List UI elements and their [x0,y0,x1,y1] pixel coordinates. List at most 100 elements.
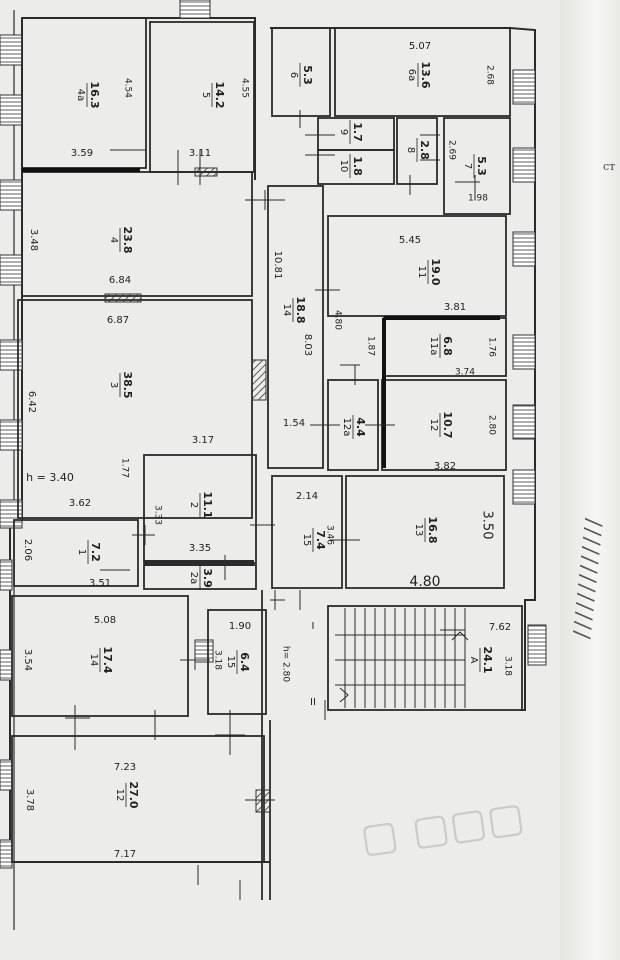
room-area: 6.8 [441,336,454,356]
room-area: 16.8 [426,516,439,543]
dimension-d18: 1.76 [487,337,497,357]
windows-right [179,0,547,666]
room-area: 7.4 [314,530,327,550]
stair-marks: III [310,621,316,708]
dimension-d37: 1.90 [229,621,251,632]
room-number: 12a [341,418,352,437]
dimension-d38: 7.62 [489,622,511,633]
dimension-d20: 6.42 [26,391,37,413]
room-number: 4 [108,237,119,243]
room-number: 7 [462,163,473,169]
room-area: 13.6 [419,61,432,88]
room-area: 14.2 [213,81,226,108]
room-number: 15 [225,656,236,669]
room-area: 10.7 [441,411,454,438]
margin-stamp: ст [603,160,616,173]
dimension-d25: 3.82 [434,461,456,472]
dimension-d43: 7.23 [114,762,136,773]
room-area: 5.3 [301,65,314,85]
dimension-d12: 5.45 [399,235,421,246]
room-number: 11 [416,266,427,279]
dimension-d2: 4.55 [240,78,250,98]
room-number: 11a [428,337,439,356]
dimension-d19: 3.74 [455,368,475,378]
staircase [335,608,469,708]
room-number: 10 [338,160,349,173]
dimension-d24: 3.17 [192,435,214,446]
room-area: 3.9 [201,568,214,588]
room-number: 2 [188,502,199,508]
room-area: 4.4 [354,417,367,437]
dimension-d16: 8.03 [302,334,313,356]
dimension-d42: 3.18 [503,656,513,676]
door-marks [65,110,480,900]
dimension-d40: 3.18 [213,650,223,670]
room-number: 1 [76,549,87,555]
room-area: 11.1 [201,491,214,518]
room-number: A [468,657,479,664]
dimension-d7: 2.69 [447,140,457,160]
dimension-d44: 3.78 [24,789,35,811]
dimension-d15: 6.87 [107,315,129,326]
dimension-d28: 3.33 [153,505,163,525]
room-area: 19.0 [429,258,442,285]
room-area: 6.4 [238,652,251,672]
stair-mark-s1: I [312,621,315,632]
dimension-d17: 1.87 [366,336,376,356]
stair-mark-s2: II [310,697,316,708]
room-area: 5.3 [475,156,488,176]
windows-left [0,34,23,869]
dimension-d36: 5.08 [94,615,116,626]
dimension-d33: 2.06 [22,539,33,561]
dimension-d1: 4.54 [123,78,133,98]
dimension-d31: 3.50 [480,511,495,540]
room-number: 3 [108,382,119,388]
dimension-d41: h= 2.80 [281,646,291,682]
room-number: 14 [281,304,292,317]
dimension-d11: 10.81 [272,251,283,280]
room-area: 18.8 [294,296,307,323]
room-area: 1.7 [351,122,364,142]
dimension-d3: 3.59 [71,148,93,159]
dimension-d32: 3.35 [189,543,211,554]
room-number: 12 [428,419,439,432]
room-number: 2a [188,572,199,585]
room-number: 12 [114,789,125,802]
dimension-d34: 3.51 [89,578,111,589]
bearing-walls [22,168,500,468]
room-area: 24.1 [481,646,494,673]
room-area: 27.0 [127,781,140,808]
dimension-d22: 1.54 [283,418,305,429]
dimension-d35: 4.80 [409,574,440,590]
dimension-d13: 4.80 [333,310,343,330]
wall-openings [104,167,271,813]
room-number: 4a [75,89,86,102]
room-number: 6a [406,69,417,82]
room-number: 5 [200,92,211,98]
room-number: 8 [405,147,416,153]
room-number: 6 [288,72,299,78]
dimension-d10: 6.84 [109,275,131,286]
dimension-d6: 2.68 [485,65,495,85]
dimension-d26: 1.77 [120,458,130,478]
